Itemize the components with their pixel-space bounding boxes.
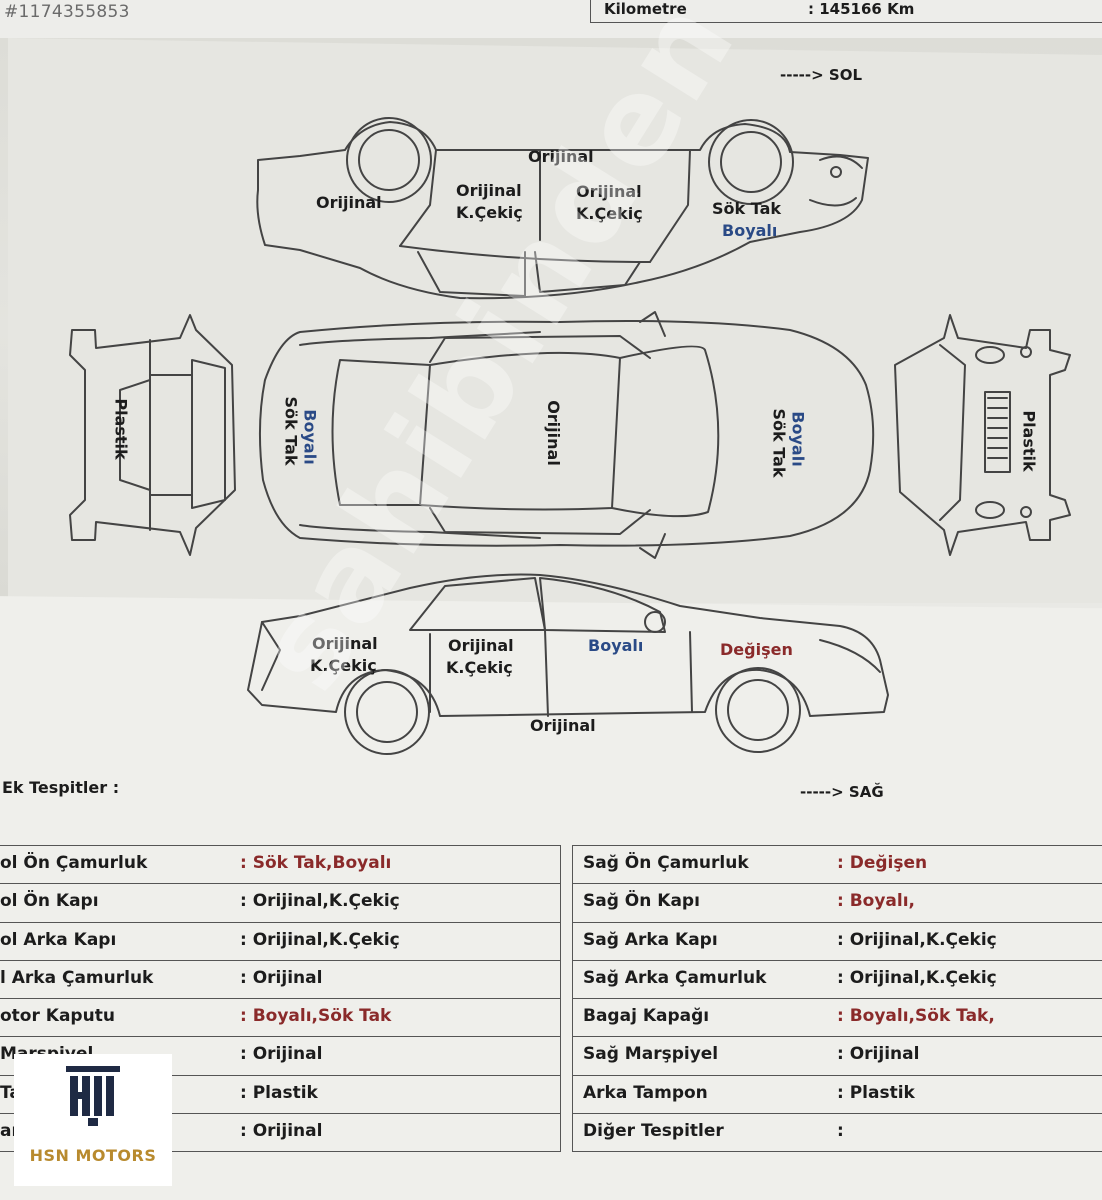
left-table-row-value: : Boyalı,Sök Tak <box>240 1006 392 1027</box>
ek-tespitler-heading: Ek Tespitler : <box>2 778 120 797</box>
label-left-rear-door-line1: Orijinal <box>456 181 522 200</box>
label-right-front-door: Boyalı <box>588 636 644 655</box>
left-table-row-value: : Orijinal <box>240 1121 323 1142</box>
label-hood-line2: Sök Tak <box>769 408 789 478</box>
logo-brand-text: HSN MOTORS <box>29 1146 157 1165</box>
direction-left-label: -----> SOL <box>780 66 863 84</box>
right-table-row-value: : Plastik <box>837 1082 915 1103</box>
right-table-row-key: Arka Tampon <box>583 1082 708 1103</box>
kilometre-box <box>590 0 1102 23</box>
right-table-row-key: Sağ Ön Çamurluk <box>583 853 749 873</box>
right-table-row-value: : <box>837 1121 844 1142</box>
left-table-row: l Arka Çamurluk : Orijinal <box>0 961 560 1000</box>
right-side-car-outline <box>247 573 889 755</box>
label-left-roof-line: Orijinal <box>528 147 594 166</box>
right-table-row-key: Sağ Ön Kapı <box>583 891 700 912</box>
label-left-front-door-line1: Orijinal <box>576 182 642 201</box>
right-table-row-value: : Boyalı,Sök Tak, <box>837 1006 995 1027</box>
rear-view-car-outline <box>69 314 236 556</box>
label-right-rear-door-line2: K.Çekiç <box>446 658 513 677</box>
right-table-row-key: Bagaj Kapağı <box>583 1006 710 1027</box>
listing-id: #1174355853 <box>4 2 130 22</box>
label-hood-line1: Boyalı <box>788 411 808 467</box>
kilometre-label: Kilometre <box>604 0 687 18</box>
label-right-sill: Orijinal <box>530 716 596 735</box>
label-left-front-fender-line2: Boyalı <box>722 221 778 240</box>
top-view-car-outline <box>258 311 875 559</box>
right-table-row: Diğer Tespitler: <box>573 1114 1102 1153</box>
label-right-rear-door-line1: Orijinal <box>448 636 514 655</box>
right-table-row-value: : Değişen <box>837 853 928 873</box>
right-table-row: Sağ Ön Çamurluk : Değişen <box>573 846 1102 885</box>
label-right-rear-fender-line1: Orijinal <box>312 634 378 653</box>
label-right-front-fender: Değişen <box>720 640 793 659</box>
label-trunk-line2: Sök Tak <box>281 396 301 466</box>
right-table-row: Sağ Arka Çamurluk : Orijinal,K.Çekiç <box>573 961 1102 1000</box>
right-table-row-value: : Orijinal <box>837 1044 920 1065</box>
right-table-row: Sağ Arka Kapı : Orijinal,K.Çekiç <box>573 923 1102 961</box>
left-table-row-key: ol Ön Kapı <box>0 891 99 912</box>
label-trunk-line1: Boyalı <box>300 409 320 465</box>
right-table-row-key: Sağ Marşpiyel <box>583 1044 719 1065</box>
left-table-row-value: : Orijinal <box>240 967 323 988</box>
left-table-row-value: : Orijinal,K.Çekiç <box>240 929 400 950</box>
left-table-row: ol Ön Çamurluk : Sök Tak,Boyalı <box>0 846 560 885</box>
left-table-row-key: ol Arka Kapı <box>0 929 117 950</box>
left-table-row-key: ol Ön Çamurluk <box>0 853 148 873</box>
label-front-bumper: Plastik <box>1019 410 1039 472</box>
label-left-front-door-line2: K.Çekiç <box>576 204 643 223</box>
left-table-row: ol Arka Kapı : Orijinal,K.Çekiç <box>0 923 560 961</box>
right-table-row: Sağ Ön Kapı : Boyalı, <box>573 884 1102 923</box>
right-table-row-key: Sağ Arka Çamurluk <box>583 967 767 988</box>
hsn-logo-mark <box>66 1066 120 1126</box>
right-table-row: Sağ Marşpiyel : Orijinal <box>573 1037 1102 1076</box>
left-table-row: ol Ön Kapı : Orijinal,K.Çekiç <box>0 884 560 923</box>
left-table-row-key: otor Kaputu <box>0 1006 115 1027</box>
right-table-row-value: : Boyalı, <box>837 891 916 912</box>
left-table-row-value: : Orijinal <box>240 1044 323 1065</box>
label-left-rear-fender: Orijinal <box>316 193 382 212</box>
label-right-rear-fender-line2: K.Çekiç <box>310 656 377 675</box>
car-damage-diagram <box>69 117 1071 755</box>
left-table-row-value: : Sök Tak,Boyalı <box>240 853 392 873</box>
front-view-car-outline <box>894 314 1071 556</box>
hsn-motors-logo: HSN MOTORS <box>14 1054 172 1186</box>
label-left-rear-door-line2: K.Çekiç <box>456 203 523 222</box>
label-rear-bumper: Plastik <box>111 398 131 460</box>
right-table-row: Arka Tampon : Plastik <box>573 1076 1102 1115</box>
right-table-row-value: : Orijinal,K.Çekiç <box>837 929 997 950</box>
left-table-row-value: : Orijinal,K.Çekiç <box>240 891 400 912</box>
left-table-row-key: l Arka Çamurluk <box>0 967 154 988</box>
label-roof: Orijinal <box>543 400 563 466</box>
label-left-front-fender-line1: Sök Tak <box>712 199 782 218</box>
left-table-row: otor Kaputu : Boyalı,Sök Tak <box>0 999 560 1038</box>
kilometre-value: : 145166 Km <box>808 0 915 18</box>
right-table-row-key: Sağ Arka Kapı <box>583 929 718 950</box>
right-table-row: Bagaj Kapağı : Boyalı,Sök Tak, <box>573 999 1102 1038</box>
direction-right-label: -----> SAĞ <box>800 783 884 801</box>
right-table-row-value: : Orijinal,K.Çekiç <box>837 967 997 988</box>
left-side-car-outline <box>256 117 869 300</box>
paper-lower-sheet <box>0 596 1102 1200</box>
header-strip <box>0 0 1102 38</box>
right-table-row-key: Diğer Tespitler <box>583 1121 724 1142</box>
left-table-row-value: : Plastik <box>240 1082 318 1103</box>
